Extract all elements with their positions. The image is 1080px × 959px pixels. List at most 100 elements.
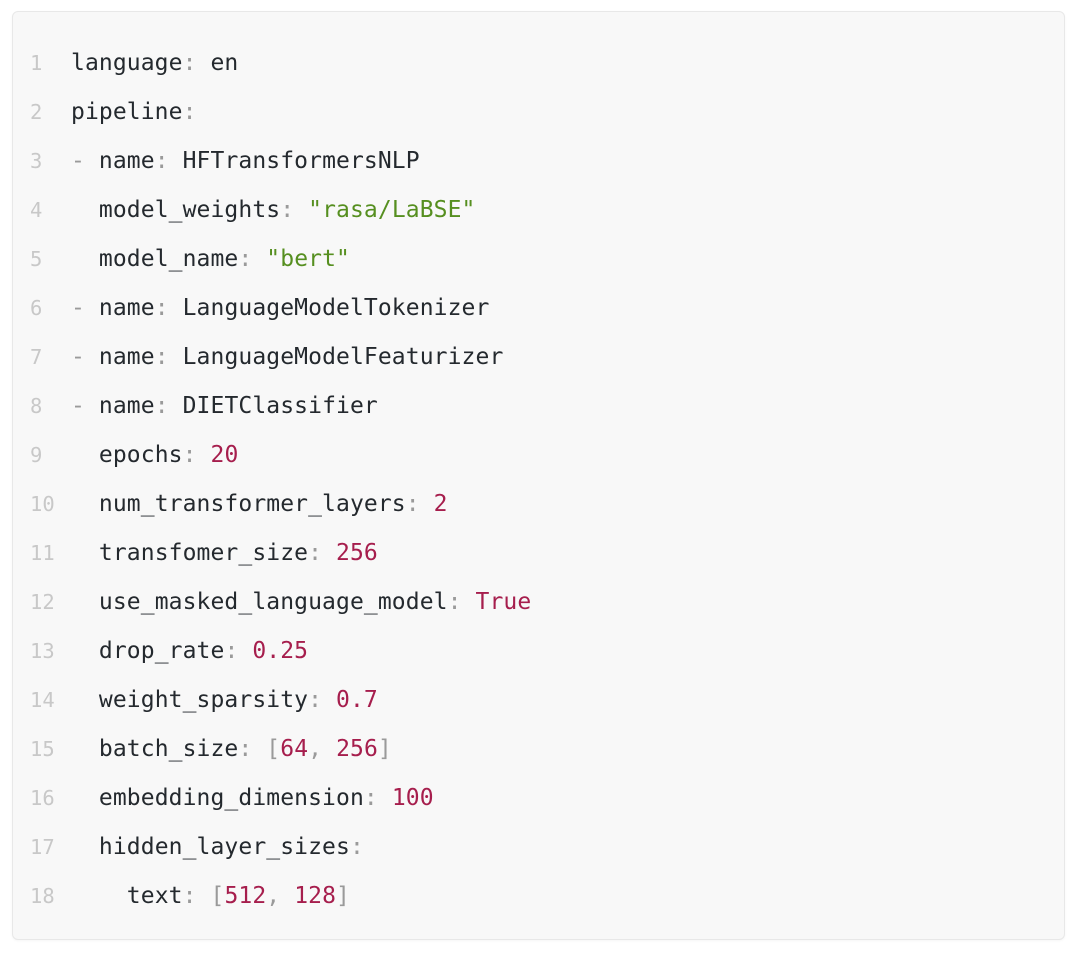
token-bracket: ] [377, 736, 392, 762]
token-punct: : [182, 442, 197, 468]
code-line[interactable]: 5 model_name: "bert" [13, 235, 1064, 284]
line-number: 7 [30, 345, 43, 369]
code-line[interactable]: 13 drop_rate: 0.25 [13, 627, 1064, 676]
token-key: num_transformer_layers [98, 491, 406, 517]
token-string: "bert" [266, 246, 350, 272]
token-key: name [98, 148, 155, 174]
token-key: model_name [98, 246, 239, 272]
token-dash: - [71, 295, 99, 321]
line-content: text: [512, 128] [71, 872, 1064, 921]
line-number: 8 [30, 394, 43, 418]
token-key: language [71, 50, 183, 76]
token-bracket: [ [210, 883, 225, 909]
token-plain [197, 442, 211, 468]
line-content: epochs: 20 [71, 431, 1064, 480]
token-plain: DIETClassifier [168, 393, 378, 419]
token-number: 0.25 [252, 638, 309, 664]
token-plain [378, 785, 392, 811]
token-plain: LanguageModelTokenizer [168, 295, 490, 321]
token-punct: : [182, 99, 197, 125]
code-line[interactable]: 3- name: HFTransformersNLP [13, 137, 1064, 186]
token-punct: : [308, 540, 323, 566]
line-number: 13 [30, 639, 55, 663]
code-line[interactable]: 10 num_transformer_layers: 2 [13, 480, 1064, 529]
code-line[interactable]: 6- name: LanguageModelTokenizer [13, 284, 1064, 333]
token-punct: : [308, 687, 323, 713]
line-content: drop_rate: 0.25 [71, 627, 1064, 676]
token-indent [71, 197, 99, 223]
line-content: num_transformer_layers: 2 [71, 480, 1064, 529]
token-punct: : [154, 393, 169, 419]
line-number: 14 [30, 688, 55, 712]
token-plain: HFTransformersNLP [168, 148, 420, 174]
token-indent [71, 442, 99, 468]
token-bracket: , [308, 736, 337, 762]
line-number: 12 [30, 590, 55, 614]
line-number: 11 [30, 541, 55, 565]
code-line[interactable]: 2 pipeline: [13, 88, 1064, 137]
code-line[interactable]: 18 text: [512, 128] [13, 872, 1064, 921]
line-number: 2 [30, 100, 43, 124]
token-punct: : [154, 344, 169, 370]
token-number: 100 [391, 785, 434, 811]
token-key: transfomer_size [98, 540, 309, 566]
token-key: weight_sparsity [98, 687, 309, 713]
line-content: hidden_layer_sizes: [71, 823, 1064, 872]
token-punct: : [447, 589, 462, 615]
token-plain [322, 687, 336, 713]
code-line[interactable]: 15 batch_size: [64, 256] [13, 725, 1064, 774]
token-indent [71, 834, 99, 860]
token-indent [71, 589, 99, 615]
line-content: - name: DIETClassifier [71, 382, 1064, 431]
token-bracket: [ [266, 736, 281, 762]
code-line[interactable]: 14 weight_sparsity: 0.7 [13, 676, 1064, 725]
token-number: 64 [280, 736, 309, 762]
token-indent [71, 638, 99, 664]
code-line[interactable]: 7 - name: LanguageModelFeaturizer [13, 333, 1064, 382]
token-plain [322, 540, 336, 566]
token-number: 20 [210, 442, 239, 468]
token-bracket: ] [336, 883, 350, 909]
token-punct: : [182, 883, 197, 909]
token-indent [71, 491, 99, 517]
token-bracket: , [266, 883, 295, 909]
token-indent [71, 540, 99, 566]
line-content: embedding_dimension: 100 [71, 774, 1064, 823]
code-line[interactable]: 9 epochs: 20 [13, 431, 1064, 480]
token-key: name [98, 344, 155, 370]
line-content: pipeline: [71, 88, 1064, 137]
token-key: hidden_layer_sizes [98, 834, 350, 860]
token-string: "rasa/LaBSE" [308, 197, 476, 223]
token-plain [238, 638, 252, 664]
line-number: 4 [30, 198, 43, 222]
token-plain: LanguageModelFeaturizer [168, 344, 504, 370]
code-line[interactable]: 1 language: en [13, 39, 1064, 88]
line-content: - name: LanguageModelFeaturizer [71, 333, 1064, 382]
line-content: - name: HFTransformersNLP [71, 137, 1064, 186]
line-number: 1 [30, 51, 43, 75]
token-dash: - [71, 148, 99, 174]
line-content: language: en [71, 39, 1064, 88]
code-line[interactable]: 4 model_weights: "rasa/LaBSE" [13, 186, 1064, 235]
code-line[interactable]: 17 hidden_layer_sizes: [13, 823, 1064, 872]
token-key: use_masked_language_model [98, 589, 448, 615]
token-punct: : [280, 197, 295, 223]
code-line[interactable]: 11 transfomer_size: 256 [13, 529, 1064, 578]
token-number: 0.7 [336, 687, 378, 713]
code-line[interactable]: 16 embedding_dimension: 100 [13, 774, 1064, 823]
line-content: batch_size: [64, 256] [71, 725, 1064, 774]
line-number: 17 [30, 835, 55, 859]
token-punct: : [238, 736, 253, 762]
code-line[interactable]: 8 - name: DIETClassifier [13, 382, 1064, 431]
token-number: 128 [294, 883, 337, 909]
token-indent [71, 883, 127, 909]
token-key: drop_rate [98, 638, 225, 664]
token-punct: : [238, 246, 253, 272]
token-punct: : [349, 834, 364, 860]
token-key: pipeline [71, 99, 183, 125]
line-content: - name: LanguageModelTokenizer [71, 284, 1064, 333]
code-line[interactable]: 12 use_masked_language_model: True [13, 578, 1064, 627]
line-number: 18 [30, 884, 55, 908]
